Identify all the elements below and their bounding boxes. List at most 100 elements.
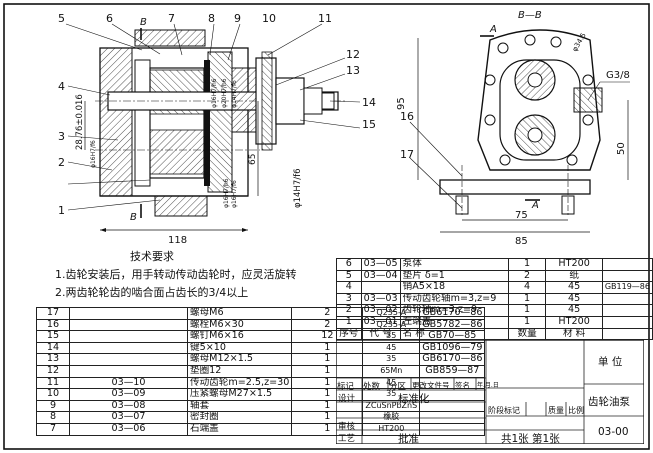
bom-right-row-cell: 6 [336, 258, 362, 271]
bom-right-row-cell: 4 [507, 281, 547, 294]
callout-17: 17 [400, 148, 414, 161]
tb-process: 工艺 [338, 434, 356, 444]
bom-right-row: 序号代 号名 称数量材 料 [336, 327, 653, 341]
tb-weight: 质量 [548, 406, 564, 415]
section-view: B—B A A 95 50 75 [396, 10, 630, 247]
bom-right-row-cell: 1 [507, 292, 547, 306]
bom-left-row-cell [69, 330, 188, 343]
callout-4: 4 [58, 80, 65, 93]
bom-left-row-cell [69, 364, 188, 378]
dim-118: 118 [168, 235, 187, 246]
bom-left-row-cell: 03—10 [69, 376, 188, 390]
bom-right-row-cell [360, 281, 401, 294]
fit-14-h7f6: φ14H7/f6 [231, 80, 238, 108]
bom-left-row-cell: 9 [36, 399, 70, 413]
bom-left-row-cell: 03—08 [69, 399, 188, 413]
bom-right-row-cell: 1 [507, 315, 547, 329]
bom-right-row-cell: GB119—86 [601, 281, 653, 294]
bom-left-row-cell: 垫圈12 [186, 364, 293, 378]
bom-right-row-cell: 1 [336, 315, 362, 329]
tb-change: 更改文件号 [412, 381, 450, 390]
tb-scale: 比例 [568, 406, 584, 415]
bom-left-row-cell [69, 353, 188, 366]
dim-75: 75 [515, 210, 528, 221]
bom-left-row-cell: 03—07 [69, 411, 188, 424]
bom-right-row-cell: 03—03 [360, 292, 401, 306]
bom-right-row-cell [601, 327, 653, 341]
callout-10: 10 [262, 12, 276, 25]
bom-right-row-cell: 03—02 [360, 304, 401, 317]
section-title: B—B [518, 10, 542, 21]
bom-left-row-cell: 03—06 [69, 422, 188, 436]
bom-right-row-cell: 3 [336, 292, 362, 306]
bom-left-row-cell: 12 [36, 364, 70, 378]
bom-left-row-cell: 13 [36, 353, 70, 366]
bom-left-row-cell: 17 [36, 307, 70, 320]
bom-right-row-cell: 垫片 δ=1 [399, 269, 509, 283]
bom-right-row-cell: 传动齿轮轴m=3,z=9 [399, 292, 509, 306]
thread-g38: G3/8 [606, 70, 630, 81]
section-mark-b-bottom: B [130, 212, 137, 223]
bom-right-row-cell [601, 269, 653, 283]
dim-50: 50 [616, 142, 627, 155]
bom-right-row-cell: 齿轮轴m=3,z=9 [399, 304, 509, 317]
callout-1: 1 [58, 204, 65, 217]
bom-left-row-cell [69, 341, 188, 355]
bom-left-row-cell: 压紧螺母M27×1.5 [186, 388, 293, 401]
tb-design: 设计 [338, 394, 356, 404]
bom-right-row-cell: 03—05 [360, 258, 401, 271]
tb-approve: 批准 [398, 433, 419, 445]
bom-right-row-cell: 销A5×18 [399, 281, 509, 294]
callout-8: 8 [208, 12, 215, 25]
bom-right-row-cell: 纸 [545, 269, 603, 283]
notes-heading: 技术要求 [130, 250, 174, 263]
callout-16: 16 [400, 110, 414, 123]
tb-zone: 分区 [389, 382, 407, 392]
bom-right-row-cell: 2 [336, 304, 362, 317]
bom-left-row-cell: 螺钉M6×16 [186, 330, 293, 343]
fit-20-h7h6: φ20H7/h6 [221, 78, 228, 108]
bom-right-row-cell: 45 [545, 281, 603, 294]
bom-right-row-cell: 代 号 [360, 327, 401, 341]
tb-sheets: 共1张 第1张 [501, 433, 560, 445]
bom-right-row-cell [601, 258, 653, 271]
callout-15: 15 [362, 118, 376, 131]
bom-right-row-cell: 材 料 [545, 327, 603, 341]
bom-right-row-cell: 45 [545, 292, 603, 306]
tb-count: 处数 [363, 382, 381, 392]
callout-2: 2 [58, 156, 65, 169]
bom-right-row-cell [601, 315, 653, 329]
notes-line-2: 2.两齿轮轮齿的啮合面占齿长的3/4以上 [55, 286, 249, 299]
bom-left-row-cell: 8 [36, 411, 70, 424]
bom-right-row-cell: 1 [507, 304, 547, 317]
tb-review: 审核 [338, 422, 356, 432]
section-mark-a-top: A [489, 24, 497, 35]
tb-standard: 标准化 [398, 393, 430, 405]
callout-5: 5 [58, 12, 65, 25]
tb-sign: 签名 [455, 381, 470, 390]
bom-right-row-cell: 4 [336, 281, 362, 294]
bom-right-row-cell: 序号 [336, 327, 362, 341]
bom-left-row-cell: 03—09 [69, 388, 188, 401]
bom-left-row-cell: 11 [36, 376, 70, 390]
bom-right-row-cell: 03—04 [360, 269, 401, 283]
fit-16-h7h6: φ16H7/h6 [211, 78, 218, 108]
bom-right-row-cell: HT200 [545, 258, 603, 271]
callout-6: 6 [106, 12, 113, 25]
callout-7: 7 [168, 12, 175, 25]
title-block: 单 位 齿轮油泵 03-00 标记 处数 分区 更改文件号 签名 年.月.日 设… [336, 340, 644, 445]
unit-label: 单 位 [598, 356, 623, 368]
bom-right-row-cell: 泵体 [399, 258, 509, 271]
tb-stage: 阶段标记 [488, 406, 520, 415]
fit-14-shaft: φ14H7/f6 [293, 169, 303, 209]
bom-left-row-cell: 轴套 [186, 399, 293, 413]
callout-12: 12 [346, 48, 360, 61]
